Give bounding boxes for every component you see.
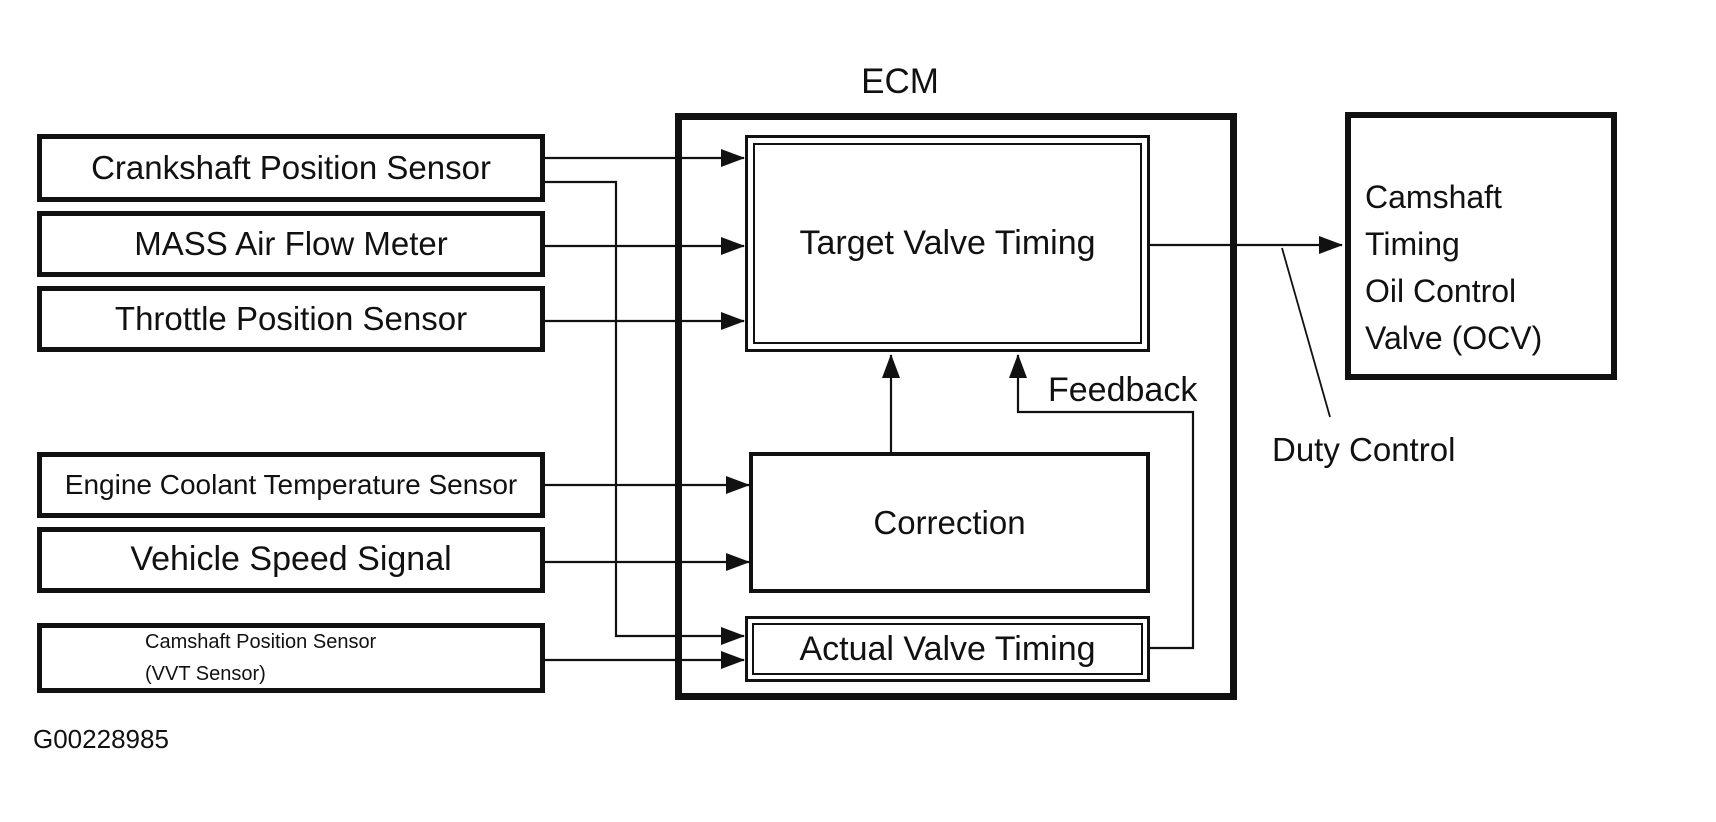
sensor-label: MASS Air Flow Meter xyxy=(134,224,448,262)
actual-valve-timing-box: Actual Valve Timing xyxy=(745,616,1150,682)
ocv-line-2: Oil Control xyxy=(1365,273,1517,310)
sensor-label-group: Camshaft Position Sensor (VVT Sensor) xyxy=(42,626,376,690)
sensor-sublabel: (VVT Sensor) xyxy=(145,663,266,685)
feedback-loop-line xyxy=(1009,354,1195,650)
sensor-box-engine-coolant-temperature: Engine Coolant Temperature Sensor xyxy=(37,452,545,518)
ocv-line-1: Camshaft Timing xyxy=(1365,179,1502,263)
target-valve-timing-inner: Target Valve Timing xyxy=(753,143,1142,344)
actual-valve-timing-inner: Actual Valve Timing xyxy=(752,623,1143,675)
sensor-box-crankshaft-position: Crankshaft Position Sensor xyxy=(37,134,545,202)
ecm-label: ECM xyxy=(861,62,939,101)
feedback-label: Feedback xyxy=(1048,371,1198,409)
actual-valve-timing-label: Actual Valve Timing xyxy=(799,629,1096,668)
camshaft-timing-ocv-box: Camshaft Timing Oil Control Valve (OCV) xyxy=(1345,112,1617,380)
sensor-label: Throttle Position Sensor xyxy=(114,299,468,337)
ecm-box xyxy=(675,113,1237,700)
sensor-box-vehicle-speed-signal: Vehicle Speed Signal xyxy=(37,527,545,593)
sensor-box-mass-air-flow: MASS Air Flow Meter xyxy=(37,211,545,277)
sensor-label: Engine Coolant Temperature Sensor xyxy=(64,468,518,500)
correction-box: Correction xyxy=(749,452,1150,593)
sensor-box-camshaft-position-vvt: Camshaft Position Sensor (VVT Sensor) xyxy=(37,623,545,693)
target-valve-timing-box: Target Valve Timing xyxy=(745,135,1150,352)
sensor-label: Crankshaft Position Sensor xyxy=(91,148,491,186)
sensor-label: Camshaft Position Sensor xyxy=(145,631,377,653)
correction-label: Correction xyxy=(873,503,1026,541)
sensor-label: Vehicle Speed Signal xyxy=(130,540,452,579)
ocv-line-3: Valve (OCV) xyxy=(1365,320,1543,357)
duty-control-label: Duty Control xyxy=(1272,431,1456,468)
sensor-box-throttle-position: Throttle Position Sensor xyxy=(37,286,545,352)
duty-control-leader-line xyxy=(1281,247,1331,418)
figure-code: G00228985 xyxy=(33,724,169,754)
target-valve-timing-label: Target Valve Timing xyxy=(799,224,1096,262)
